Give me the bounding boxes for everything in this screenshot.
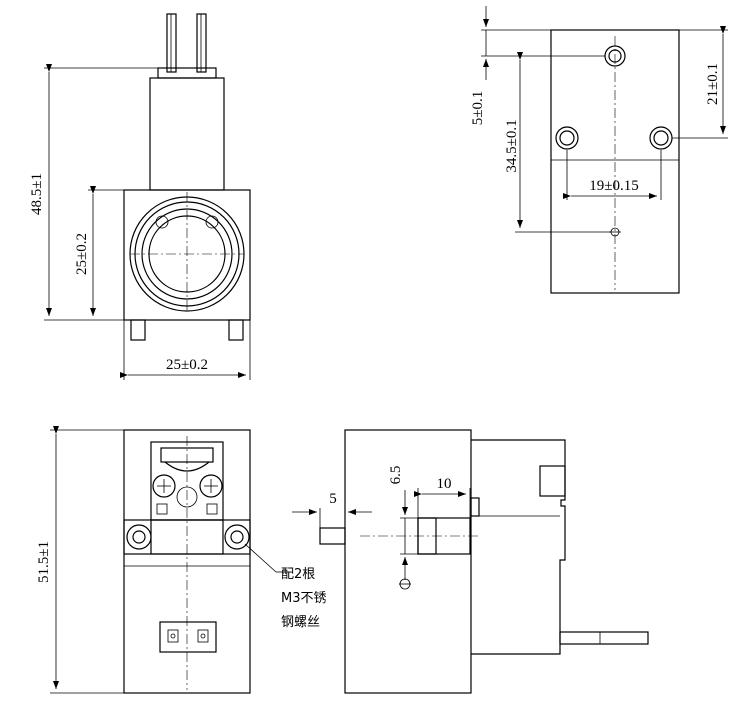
note-line-1: 配2根 [281,567,315,582]
mounting-holes [555,45,673,237]
dim-34-5-0-1: 34.5±0.1 [504,119,520,172]
note-line-3: 钢螺丝 [281,615,320,630]
dim-10: 10 [437,476,452,492]
side-body [123,429,251,694]
mounting-pins [130,319,244,341]
coil-housing [149,77,225,191]
dim-5-0-1: 5±0.1 [470,91,486,125]
dim-21-0-1: 21±0.1 [705,63,721,105]
lead-wire [559,631,649,645]
front-view: 48.5±1 25±0.2 25±0.2 [29,13,251,380]
profile-body [344,429,472,694]
dim-51-5: 51.5±1 [36,541,52,583]
bottom-connector [159,621,217,653]
side-screw-icons [126,524,250,550]
valve-body [123,189,251,321]
dim-48-5: 48.5±1 [29,173,45,215]
dim-25-vertical: 25±0.2 [74,233,90,275]
mounting-face-view: 5±0.1 34.5±0.1 19±0.15 21±0.1 [470,6,728,294]
side-port [417,517,471,555]
dim-6-5: 6.5 [388,466,404,485]
stub [319,527,346,545]
profile-view: 5 6.5 10 [292,429,649,694]
lead-wires [166,13,207,73]
dim-5: 5 [329,491,337,507]
terminal-screws [152,474,223,515]
mounting-face [550,29,680,294]
dim-19-0-15: 19±0.15 [589,178,638,194]
side-view: 配2根 M3不锈 钢螺丝 51.5±1 [36,426,327,694]
dim-25-horizontal: 25±0.2 [166,357,208,373]
note-line-2: M3不锈 [281,591,327,606]
